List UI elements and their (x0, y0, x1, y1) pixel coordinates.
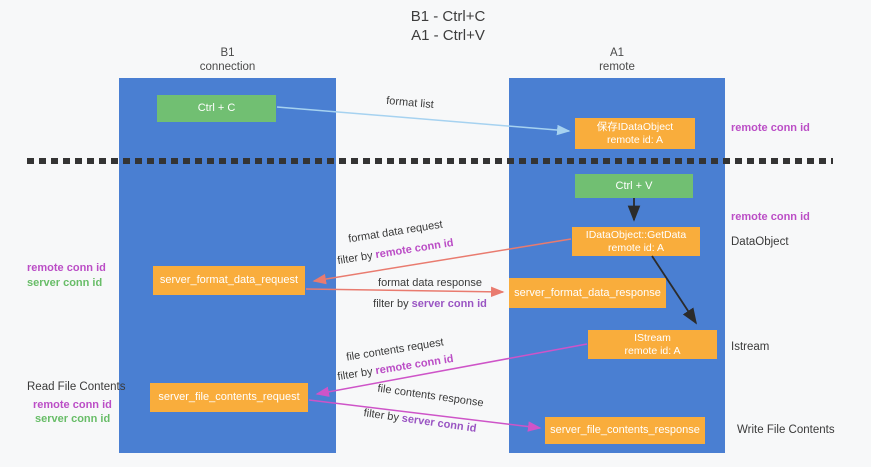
remote-conn-id-highlight: remote conn id (374, 236, 455, 262)
lane-header-b1: B1 connection (119, 46, 336, 74)
server-file-contents-request-label: server_file_contents_request (158, 391, 300, 403)
server-format-data-response-box: server_format_data_response (509, 278, 666, 308)
lane-a1-name: A1 (609, 47, 625, 59)
server-format-data-response-label: server_format_data_response (514, 286, 661, 299)
format-list-label: format list (385, 94, 435, 112)
server-conn-id-highlight: server conn id (411, 298, 487, 310)
filter-by-text: filter by (336, 365, 377, 384)
write-file-contents-label: Write File Contents (737, 424, 835, 436)
title-line-2: A1 - Ctrl+V (411, 27, 485, 44)
istream-box: IStream remote id: A (588, 330, 717, 359)
read-file-contents-label: Read File Contents (27, 381, 126, 393)
server-file-contents-response-label: server_file_contents_response (550, 424, 700, 436)
server-conn-id-label-left-1: server conn id (27, 277, 103, 289)
istream-side-label: Istream (731, 341, 770, 353)
dataobject-label: DataObject (731, 236, 789, 248)
remote-conn-id-label-left-2: remote conn id (33, 399, 112, 411)
file-response-filter-label: filter by server conn id (345, 405, 495, 438)
idataobject-getdata-box: IDataObject::GetData remote id: A (572, 227, 700, 256)
ctrl-v-box: Ctrl + V (575, 174, 693, 198)
store-idataobject-line1: 保存IDataObject (596, 120, 674, 133)
istream-line2: remote id: A (624, 344, 681, 357)
remote-conn-id-label-top-right: remote conn id (731, 122, 810, 134)
ctrl-c-label: Ctrl + C (197, 102, 236, 114)
file-contents-response-label: file contents response (376, 382, 485, 410)
title-line-1: B1 - Ctrl+C (410, 8, 486, 25)
lane-b1-name: B1 (220, 47, 235, 59)
getdata-line1: IDataObject::GetData (585, 228, 687, 241)
lane-a1-subtitle: remote (599, 61, 635, 73)
server-conn-id-label-left-2: server conn id (35, 413, 111, 425)
ctrl-v-label: Ctrl + V (615, 179, 653, 192)
remote-conn-id-label-left-1: remote conn id (27, 262, 106, 274)
server-file-contents-request-box: server_file_contents_request (150, 383, 308, 412)
filter-by-text: filter by (336, 249, 377, 268)
server-format-data-request-box: server_format_data_request (153, 266, 305, 295)
phase-divider-dashed-line (27, 158, 833, 164)
server-conn-id-highlight: server conn id (400, 412, 478, 435)
istream-line1: IStream (634, 331, 671, 344)
store-idataobject-box: 保存IDataObject remote id: A (575, 118, 695, 149)
filter-by-text: filter by (373, 298, 412, 310)
ctrl-c-box: Ctrl + C (157, 95, 276, 122)
format-data-response-label: format data response (378, 277, 482, 289)
remote-conn-id-label-mid-right: remote conn id (731, 211, 810, 223)
filter-by-text: filter by (362, 407, 403, 425)
server-format-data-request-label: server_format_data_request (159, 274, 299, 286)
store-idataobject-line2: remote id: A (606, 133, 664, 146)
diagram-title: B1 - Ctrl+C A1 - Ctrl+V (298, 7, 598, 45)
getdata-line2: remote id: A (607, 241, 665, 254)
server-file-contents-response-box: server_file_contents_response (545, 417, 705, 444)
lane-b1-subtitle: connection (199, 61, 256, 73)
format-response-filter-label: filter by server conn id (355, 298, 505, 310)
lane-header-a1: A1 remote (509, 46, 725, 74)
